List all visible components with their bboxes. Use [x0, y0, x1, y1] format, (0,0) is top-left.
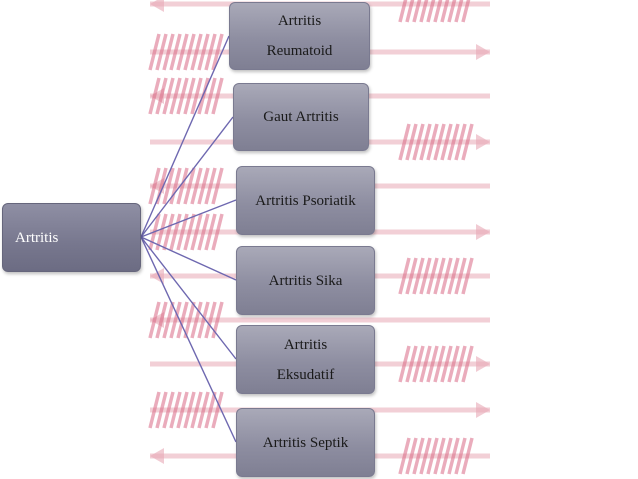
child-node-label-line: Artritis Sika [268, 272, 343, 289]
child-node-gaut-artritis: Gaut Artritis [233, 83, 369, 151]
child-node-label-line: Artritis [283, 336, 328, 353]
child-node-artritis-sika: Artritis Sika [236, 246, 375, 315]
child-node-label-line: Eksudatif [276, 366, 335, 383]
root-node: Artritis [2, 203, 141, 272]
child-node-artritis-eksudatif: Artritis Eksudatif [236, 325, 375, 394]
child-node-label-line: Gaut Artritis [263, 109, 339, 125]
child-node-artritis-reumatoid: Artritis Reumatoid [229, 2, 370, 70]
child-node-label-line: Artritis [277, 13, 322, 29]
child-node-label-line: Artritis Psoriatik [255, 192, 356, 209]
root-node-label: Artritis [15, 229, 59, 246]
child-node-label-line: Reumatoid [266, 43, 333, 59]
child-node-artritis-psoriatik: Artritis Psoriatik [236, 166, 375, 235]
child-node-label-line: Artritis Septik [262, 434, 349, 451]
child-node-artritis-septik: Artritis Septik [236, 408, 375, 477]
